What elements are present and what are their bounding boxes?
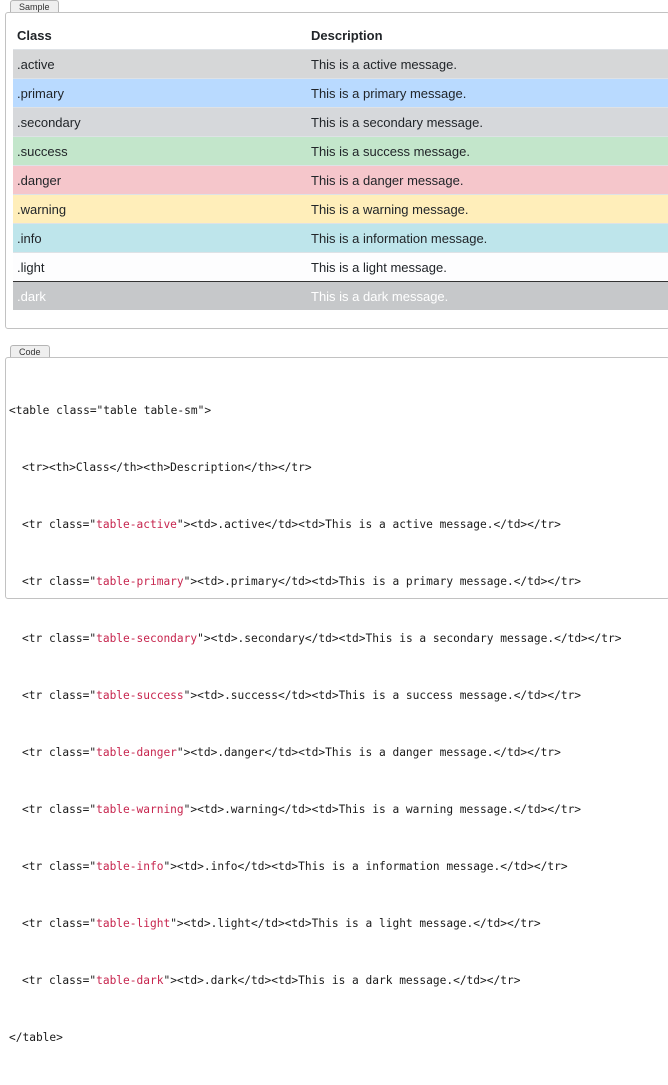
classes-table: Class Description .active This is a acti… — [13, 21, 668, 310]
code-line: <tr class="table-primary"><td>.primary</… — [9, 572, 621, 591]
code-text: "><td>.secondary</td><td>This is a secon… — [197, 632, 622, 645]
code-attribute-value: table-warning — [96, 803, 184, 816]
code-text: "><td>.dark</td><td>This is a dark messa… — [163, 974, 521, 987]
description-cell: This is a primary message. — [307, 78, 668, 108]
code-line: <tr class="table-light"><td>.light</td><… — [9, 914, 621, 933]
table-row-active: .active This is a active message. — [13, 49, 668, 79]
code-line: <tr class="table-dark"><td>.dark</td><td… — [9, 971, 621, 990]
class-cell: .active — [13, 49, 307, 79]
description-cell: This is a dark message. — [307, 281, 668, 310]
table-row-warning: .warning This is a warning message. — [13, 194, 668, 224]
description-cell: This is a secondary message. — [307, 107, 668, 137]
table-row-dark: .dark This is a dark message. — [13, 281, 668, 310]
code-text: <tr class=" — [22, 689, 97, 702]
code-line: <tr class="table-info"><td>.info</td><td… — [9, 857, 621, 876]
code-attribute-value: table-dark — [96, 974, 164, 987]
column-header-description: Description — [311, 27, 383, 43]
code-line: <tr class="table-active"><td>.active</td… — [9, 515, 621, 534]
description-cell: This is a warning message. — [307, 194, 668, 224]
code-attribute-value: table-success — [96, 689, 184, 702]
code-text: <tr class=" — [22, 632, 97, 645]
code-attribute-value: table-light — [96, 917, 171, 930]
code-text: "><td>.success</td><td>This is a success… — [183, 689, 582, 702]
code-attribute-value: table-info — [96, 860, 164, 873]
description-cell: This is a danger message. — [307, 165, 668, 195]
code-text: "><td>.warning</td><td>This is a warning… — [183, 803, 582, 816]
code-line: <tr class="table-success"><td>.success</… — [9, 686, 621, 705]
description-cell: This is a light message. — [307, 252, 668, 282]
class-cell: .info — [13, 223, 307, 253]
table-row-danger: .danger This is a danger message. — [13, 165, 668, 195]
class-cell: .secondary — [13, 107, 307, 137]
class-cell: .dark — [13, 281, 307, 310]
table-row-secondary: .secondary This is a secondary message. — [13, 107, 668, 137]
code-panel: <table class="table table-sm"> <tr><th>C… — [5, 357, 668, 1044]
code-attribute-value: table-danger — [96, 746, 177, 759]
code-line: <tr class="table-secondary"><td>.seconda… — [9, 629, 621, 648]
code-attribute-value: table-active — [96, 518, 177, 531]
code-text: "><td>.light</td><td>This is a light mes… — [170, 917, 541, 930]
column-header-class: Class — [17, 27, 52, 43]
class-cell: .light — [13, 252, 307, 282]
class-cell: .success — [13, 136, 307, 166]
class-cell: .danger — [13, 165, 307, 195]
code-text: <tr class=" — [22, 917, 97, 930]
table-row-success: .success This is a success message. — [13, 136, 668, 166]
description-cell: This is a success message. — [307, 136, 668, 166]
code-line: <tr class="table-danger"><td>.danger</td… — [9, 743, 621, 762]
code-text: <tr class=" — [22, 746, 97, 759]
table-row-info: .info This is a information message. — [13, 223, 668, 253]
code-text: "><td>.primary</td><td>This is a primary… — [183, 575, 582, 588]
sample-panel: Class Description .active This is a acti… — [5, 12, 668, 329]
code-text: <tr class=" — [22, 974, 97, 987]
code-text: "><td>.danger</td><td>This is a danger m… — [176, 746, 561, 759]
code-attribute-value: table-primary — [96, 575, 184, 588]
table-row-light: .light This is a light message. — [13, 252, 668, 282]
tab-sample[interactable]: Sample — [10, 0, 59, 13]
table-row-primary: .primary This is a primary message. — [13, 78, 668, 108]
description-cell: This is a active message. — [307, 49, 668, 79]
class-cell: .warning — [13, 194, 307, 224]
class-cell: .primary — [13, 78, 307, 108]
code-line: </table> — [9, 1031, 63, 1044]
code-text: "><td>.info</td><td>This is a informatio… — [163, 860, 568, 873]
code-text: "><td>.active</td><td>This is a active m… — [176, 518, 561, 531]
code-text: <tr class=" — [22, 860, 97, 873]
code-block: <table class="table table-sm"> <tr><th>C… — [9, 363, 621, 1085]
code-text: <tr class=" — [22, 575, 97, 588]
code-line: <tr><th>Class</th><th>Description</th></… — [22, 461, 312, 474]
code-text: <tr class=" — [22, 803, 97, 816]
code-line: <table class="table table-sm"> — [9, 404, 212, 417]
code-text: <tr class=" — [22, 518, 97, 531]
description-cell: This is a information message. — [307, 223, 668, 253]
table-header-row: Class Description — [13, 21, 668, 50]
code-line: <tr class="table-warning"><td>.warning</… — [9, 800, 621, 819]
tab-code[interactable]: Code — [10, 345, 50, 358]
code-attribute-value: table-secondary — [96, 632, 198, 645]
